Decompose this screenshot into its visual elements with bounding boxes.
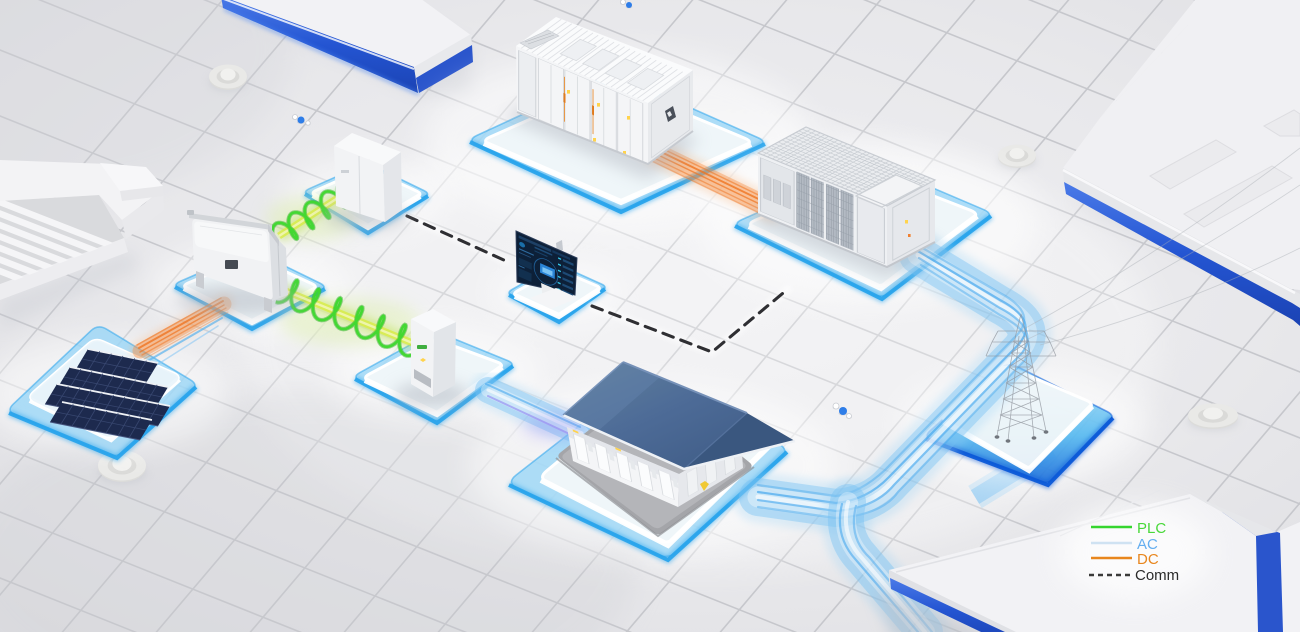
svg-text:Comm: Comm [1135, 567, 1179, 584]
svg-text:AC: AC [1137, 536, 1158, 553]
svg-text:PLC: PLC [1137, 520, 1166, 537]
svg-text:DC: DC [1137, 551, 1159, 568]
